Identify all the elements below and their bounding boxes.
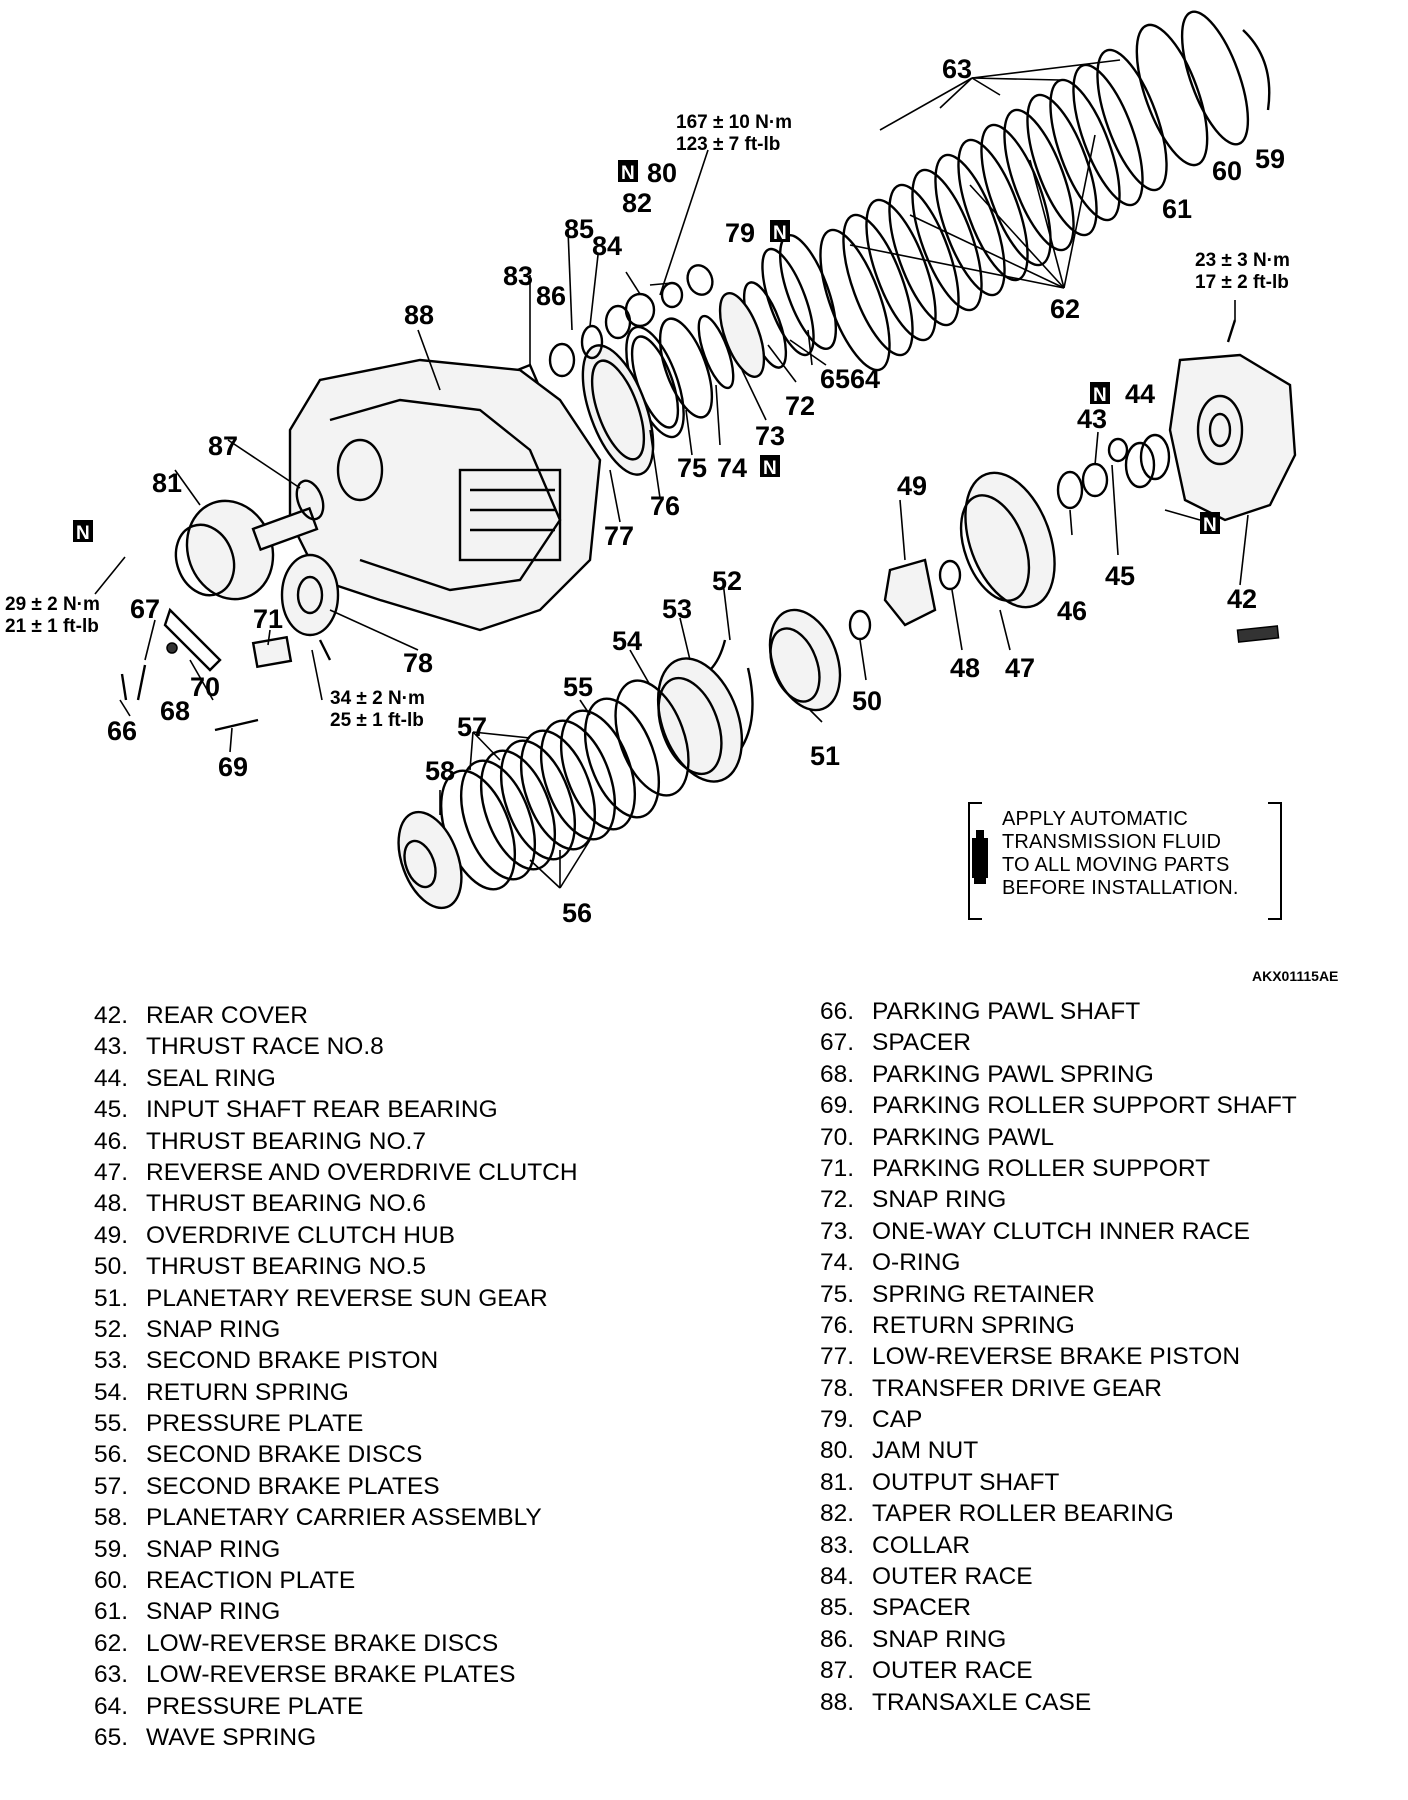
callout-61: 61 <box>1162 194 1192 224</box>
callout-75: 75 <box>677 453 707 483</box>
callout-65: 65 <box>820 364 850 394</box>
callout-59: 59 <box>1255 144 1285 174</box>
torque-specs: 167 ± 10 N·m 123 ± 7 ft-lb 23 ± 3 N·m 17… <box>5 112 1290 731</box>
callout-72: 72 <box>785 391 815 421</box>
note-line-3: TO ALL MOVING PARTS <box>1002 854 1230 876</box>
callout-83: 83 <box>503 261 533 291</box>
svg-text:N: N <box>76 523 90 544</box>
torque-21-ftlb: 21 ± 1 ft-lb <box>5 616 99 637</box>
low-reverse-brake-pack <box>819 10 1271 372</box>
callout-78: 78 <box>403 648 433 678</box>
callout-47: 47 <box>1005 653 1035 683</box>
callout-60: 60 <box>1212 156 1242 186</box>
torque-17-ftlb: 17 ± 2 ft-lb <box>1195 272 1289 293</box>
callout-50: 50 <box>852 686 882 716</box>
n-marker-81: N <box>73 520 93 544</box>
svg-text:N: N <box>773 223 787 244</box>
note-line-4: BEFORE INSTALLATION. <box>1002 877 1239 899</box>
callout-85: 85 <box>564 214 594 244</box>
callout-71: 71 <box>253 604 283 634</box>
callout-66: 66 <box>107 716 137 746</box>
rear-cover-assembly <box>1056 300 1297 643</box>
callout-44: 44 <box>1125 379 1155 409</box>
callout-62: 62 <box>1050 294 1080 324</box>
torque-23-nm: 23 ± 3 N·m <box>1195 250 1290 271</box>
callout-74: 74 <box>717 453 747 483</box>
callout-51: 51 <box>810 741 840 771</box>
fluid-bottle-icon <box>972 830 988 884</box>
torque-25-ftlb: 25 ± 1 ft-lb <box>330 710 424 731</box>
callout-52: 52 <box>712 566 742 596</box>
svg-text:N: N <box>1203 515 1217 536</box>
torque-167-nm: 167 ± 10 N·m <box>676 112 792 133</box>
torque-34-nm: 34 ± 2 N·m <box>330 688 425 709</box>
callout-56: 56 <box>562 898 592 928</box>
callout-76: 76 <box>650 491 680 521</box>
piston-and-spring-parts <box>581 234 838 476</box>
callout-45: 45 <box>1105 561 1135 591</box>
svg-text:N: N <box>763 458 777 479</box>
callout-49: 49 <box>897 471 927 501</box>
callout-43: 43 <box>1077 404 1107 434</box>
callout-53: 53 <box>662 594 692 624</box>
clutch-and-planetary-parts <box>397 471 1056 910</box>
transfer-drive-gear <box>280 553 419 651</box>
callout-79: 79 <box>725 218 755 248</box>
n-marker-74: N <box>760 455 780 479</box>
callout-58: 58 <box>425 756 455 786</box>
torque-123-ftlb: 123 ± 7 ft-lb <box>676 134 780 155</box>
callout-84: 84 <box>592 231 622 261</box>
parking-pawl-parts <box>119 607 332 753</box>
callout-67: 67 <box>130 594 160 624</box>
atf-application-note: APPLY AUTOMATIC TRANSMISSION FLUID TO AL… <box>968 802 1282 920</box>
callout-42: 42 <box>1227 584 1257 614</box>
exploded-view-diagram: 42 43 44 45 46 47 48 49 50 51 52 53 54 5… <box>5 10 1297 928</box>
callout-64: 64 <box>850 364 880 394</box>
callout-77: 77 <box>604 521 634 551</box>
leader-lines-mid <box>609 329 827 523</box>
callout-80: 80 <box>647 158 677 188</box>
note-line-2: TRANSMISSION FLUID <box>1002 831 1222 853</box>
new-part-markers: N N N N N N <box>73 160 1220 544</box>
n-marker-80: N <box>618 160 638 184</box>
transaxle-case <box>288 329 602 632</box>
callout-81: 81 <box>152 468 182 498</box>
callout-55: 55 <box>563 672 593 702</box>
note-line-1: APPLY AUTOMATIC <box>1002 808 1189 830</box>
callout-87: 87 <box>208 431 238 461</box>
leader-lines-63-62 <box>849 59 1121 289</box>
callout-63: 63 <box>942 54 972 84</box>
callout-labels: 42 43 44 45 46 47 48 49 50 51 52 53 54 5… <box>107 54 1285 928</box>
callout-88: 88 <box>404 300 434 330</box>
svg-text:N: N <box>1093 385 1107 406</box>
figure-code: AKX01115AE <box>1252 968 1339 984</box>
callout-68: 68 <box>160 696 190 726</box>
n-marker-79: N <box>770 220 790 244</box>
callout-86: 86 <box>536 281 566 311</box>
callout-69: 69 <box>218 752 248 782</box>
callout-54: 54 <box>612 626 642 656</box>
callout-48: 48 <box>950 653 980 683</box>
callout-57: 57 <box>457 712 487 742</box>
callout-46: 46 <box>1057 596 1087 626</box>
output-shaft <box>174 439 325 601</box>
svg-text:N: N <box>621 163 635 184</box>
n-marker-42: N <box>1200 512 1220 536</box>
callout-82: 82 <box>622 188 652 218</box>
torque-29-nm: 29 ± 2 N·m <box>5 594 100 615</box>
callout-73: 73 <box>755 421 785 451</box>
callout-70: 70 <box>190 672 220 702</box>
n-marker-44: N <box>1090 382 1110 406</box>
